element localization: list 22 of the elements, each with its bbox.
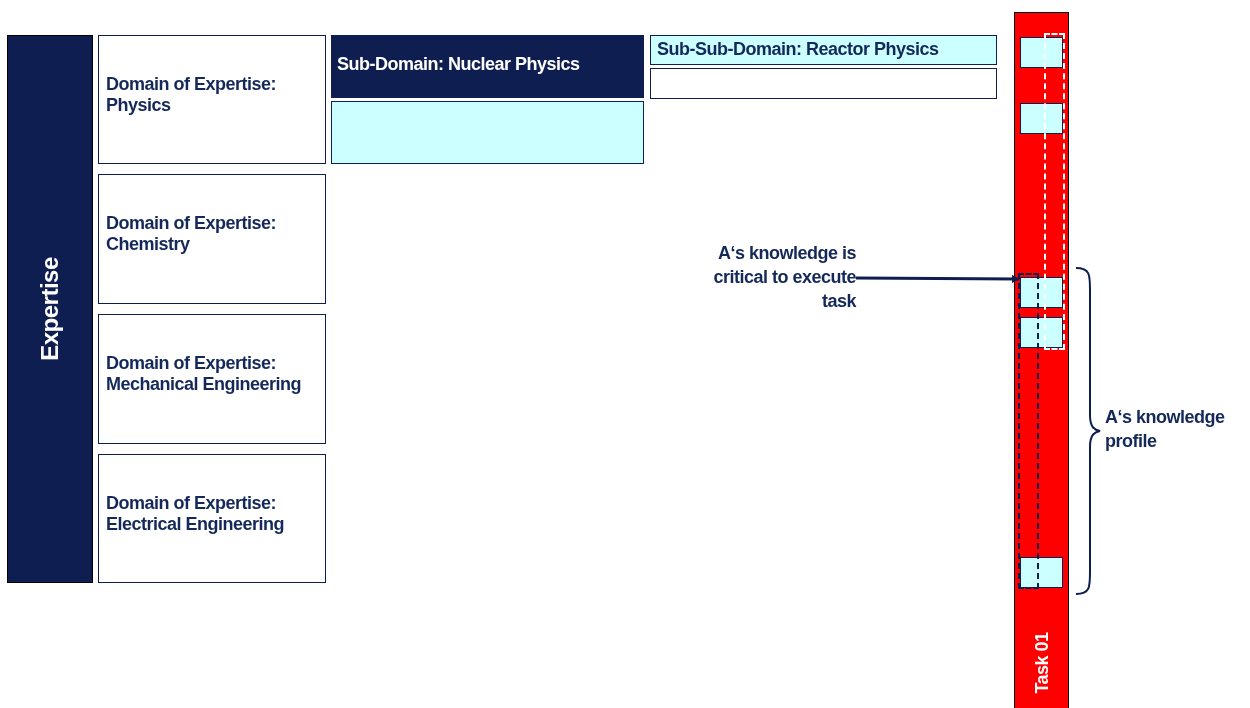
vertical-band [7,35,93,583]
subsubdomain-box: Sub-Sub-Domain: Reactor Physics [650,35,997,65]
empty-box [650,68,997,99]
domain-box: Domain of Expertise: Mechanical Engineering [98,314,326,444]
domain-box: Domain of Expertise: Electrical Engineering [98,454,326,583]
empty-box [331,101,644,164]
task-bar [1014,12,1069,708]
domain-box: Domain of Expertise: Chemistry [98,174,326,304]
empty-box [1020,277,1063,308]
band-label: Expertise [36,257,64,361]
empty-box [1020,103,1063,134]
empty-box [1020,317,1063,348]
empty-box [1020,557,1063,588]
annotation-text: A‘s knowledge is critical to execute task [712,241,856,315]
dashed-outline [1044,33,1065,350]
domain-box: Domain of Expertise: Physics [98,35,326,164]
subdomain-box: Sub-Domain: Nuclear Physics [331,35,644,98]
arrow [856,274,1020,283]
empty-box [1020,37,1063,68]
task-label: Task 01 [1031,632,1052,694]
dashed-outline [1018,273,1039,589]
bracket-label: A‘s knowledge profile [1105,406,1226,453]
